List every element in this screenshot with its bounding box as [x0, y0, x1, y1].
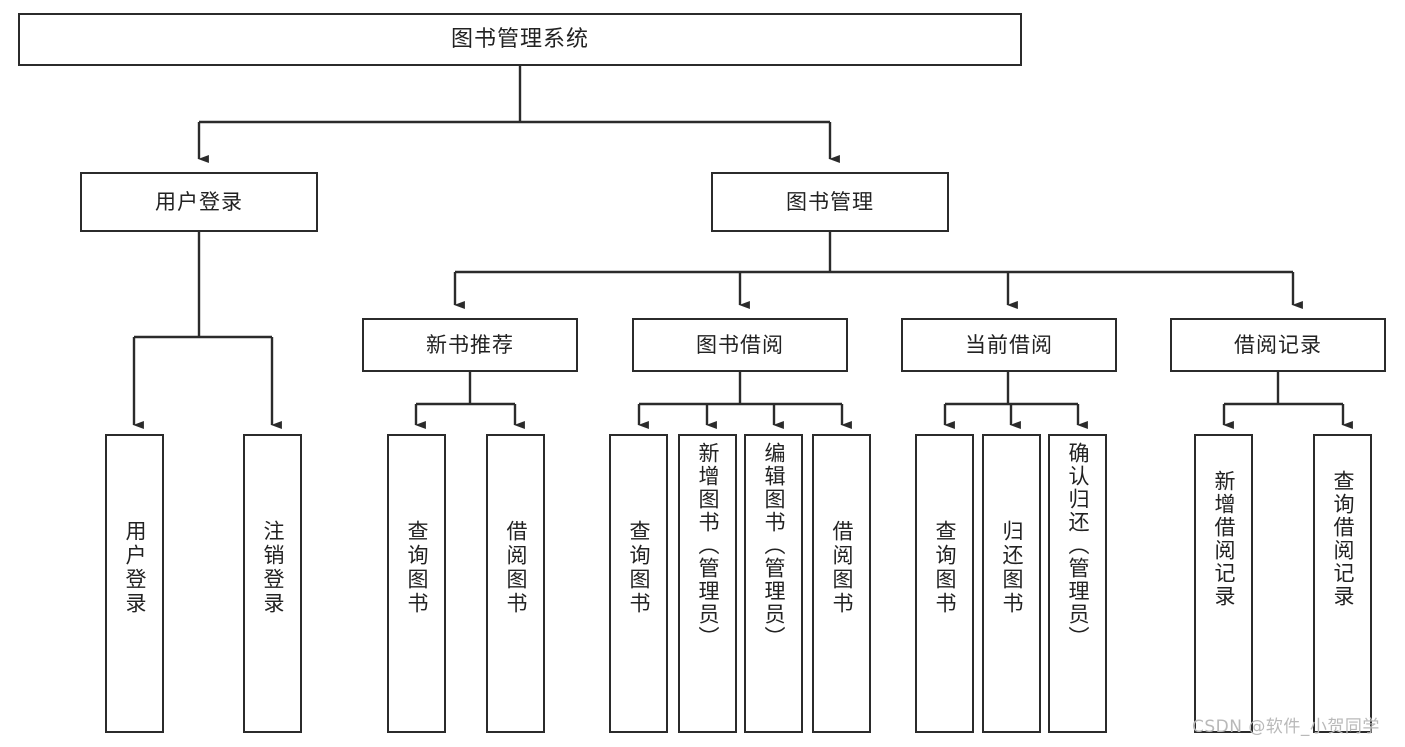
- node-new-book-recommend[interactable]: 新书推荐: [362, 318, 578, 372]
- node-label: 确认归还（管理员）: [1066, 442, 1090, 649]
- node-label: 用户登录: [155, 189, 243, 214]
- node-book-borrow[interactable]: 图书借阅: [632, 318, 848, 372]
- node-label: 图书借阅: [696, 332, 784, 357]
- node-label: 编辑图书（管理员）: [762, 442, 786, 649]
- leaf-edit-book-admin[interactable]: 编辑图书（管理员）: [744, 434, 803, 733]
- leaf-add-borrow-record[interactable]: 新增借阅记录: [1194, 434, 1253, 733]
- leaf-query-book-current[interactable]: 查询图书: [915, 434, 974, 733]
- leaf-query-book-borrow[interactable]: 查询图书: [609, 434, 668, 733]
- leaf-query-borrow-record[interactable]: 查询借阅记录: [1313, 434, 1372, 733]
- leaf-query-book-recommend[interactable]: 查询图书: [387, 434, 446, 733]
- node-label: 借阅图书: [830, 520, 854, 616]
- node-label: 查询图书: [405, 520, 429, 616]
- node-borrow-record[interactable]: 借阅记录: [1170, 318, 1386, 372]
- node-label: 借阅记录: [1234, 332, 1322, 357]
- leaf-borrow-book-recommend[interactable]: 借阅图书: [486, 434, 545, 733]
- node-label: 图书管理: [786, 189, 874, 214]
- node-label: 查询借阅记录: [1331, 470, 1355, 608]
- leaf-logout[interactable]: 注销登录: [243, 434, 302, 733]
- watermark: CSDN @软件_小贺同学: [1192, 717, 1380, 737]
- node-label: 借阅图书: [504, 520, 528, 616]
- node-label: 新增图书（管理员）: [696, 442, 720, 649]
- node-label: 当前借阅: [965, 332, 1053, 357]
- node-label: 查询图书: [933, 520, 957, 616]
- leaf-confirm-return-admin[interactable]: 确认归还（管理员）: [1048, 434, 1107, 733]
- node-root-system[interactable]: 图书管理系统: [18, 13, 1022, 66]
- node-label: 注销登录: [261, 520, 285, 616]
- node-label: 图书管理系统: [450, 26, 589, 52]
- node-current-borrow[interactable]: 当前借阅: [901, 318, 1117, 372]
- node-label: 新增借阅记录: [1212, 470, 1236, 608]
- node-book-management[interactable]: 图书管理: [711, 172, 949, 232]
- leaf-user-login[interactable]: 用户登录: [105, 434, 164, 733]
- node-label: 查询图书: [627, 520, 651, 616]
- leaf-borrow-book[interactable]: 借阅图书: [812, 434, 871, 733]
- leaf-return-book[interactable]: 归还图书: [982, 434, 1041, 733]
- node-user-login[interactable]: 用户登录: [80, 172, 318, 232]
- node-label: 新书推荐: [426, 332, 514, 357]
- node-label: 用户登录: [123, 520, 147, 616]
- leaf-add-book-admin[interactable]: 新增图书（管理员）: [678, 434, 737, 733]
- node-label: 归还图书: [1000, 520, 1024, 616]
